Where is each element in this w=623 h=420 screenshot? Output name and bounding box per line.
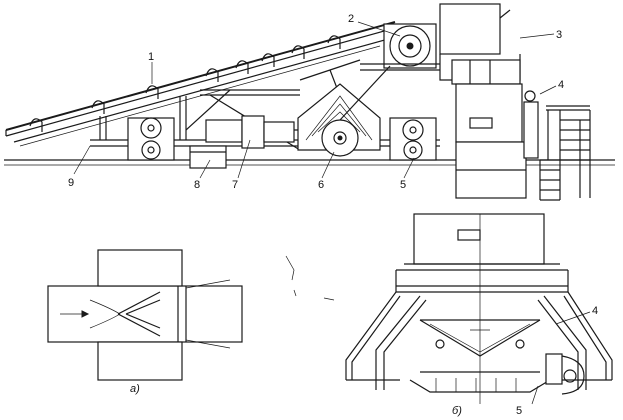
- callout-1: 1: [148, 51, 154, 63]
- callout-4: 4: [558, 79, 564, 91]
- callout-8: 8: [194, 179, 200, 191]
- caption-a: а): [130, 383, 140, 395]
- plan-view-a: а): [47, 249, 243, 395]
- crusher-body: [297, 83, 381, 157]
- callout-5b: 5: [516, 405, 522, 417]
- right-drive-unit: [389, 117, 437, 161]
- callout-9: 9: [68, 177, 74, 189]
- scan-marks: [285, 255, 335, 301]
- callout-7: 7: [232, 179, 238, 191]
- side-elevation: 1 2 3 4 5 6 7 8 9: [4, 3, 615, 201]
- callout-2: 2: [348, 13, 354, 25]
- motor-coupling: [205, 115, 312, 149]
- ladder-platform: [523, 90, 591, 201]
- hopper-housing: [439, 3, 527, 199]
- idler-brackets: [29, 35, 341, 132]
- caption-b: б): [452, 405, 462, 417]
- callout-5: 5: [400, 179, 406, 191]
- leader-lines: [73, 21, 557, 179]
- callout-6: 6: [318, 179, 324, 191]
- callout-3: 3: [556, 29, 562, 41]
- callout-4b: 4: [592, 305, 598, 317]
- head-pulley: [339, 23, 440, 121]
- valve-handwheel-icon: [524, 90, 536, 102]
- flow-arrow-icon: [81, 310, 90, 318]
- front-section-b: 4 5 б): [345, 213, 613, 417]
- left-drive-unit: [127, 117, 227, 169]
